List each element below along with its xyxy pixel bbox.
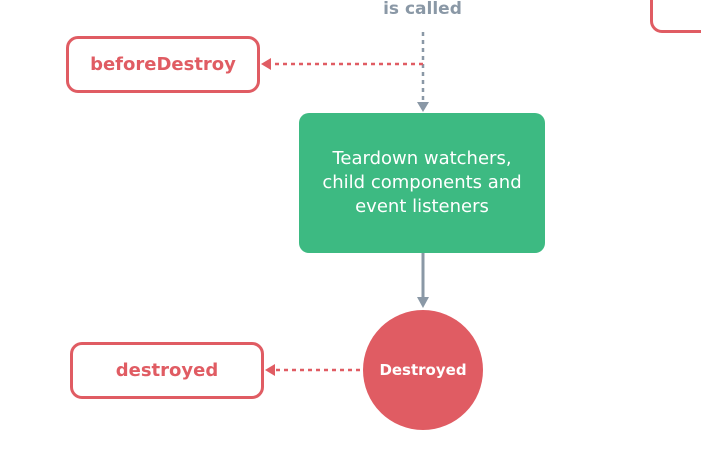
hook-before-destroy: beforeDestroy [66, 36, 260, 93]
arrowhead-left-destroyed [265, 364, 275, 376]
caption-is-called: is called [383, 0, 462, 19]
arrowhead-down-state [417, 297, 429, 308]
hook-destroyed: destroyed [70, 342, 264, 399]
arrowhead-left-before-destroy [261, 58, 271, 70]
hook-destroyed-label: destroyed [115, 360, 219, 381]
destroyed-state-label: Destroyed [379, 361, 467, 379]
teardown-process-text: Teardown watchers, child components and … [322, 148, 522, 217]
destroyed-state-circle: Destroyed [363, 310, 483, 430]
arrowhead-down-process [417, 102, 429, 112]
partial-hook-box [650, 0, 701, 33]
teardown-process-box: Teardown watchers, child components and … [299, 113, 545, 253]
hook-before-destroy-label: beforeDestroy [90, 54, 236, 75]
